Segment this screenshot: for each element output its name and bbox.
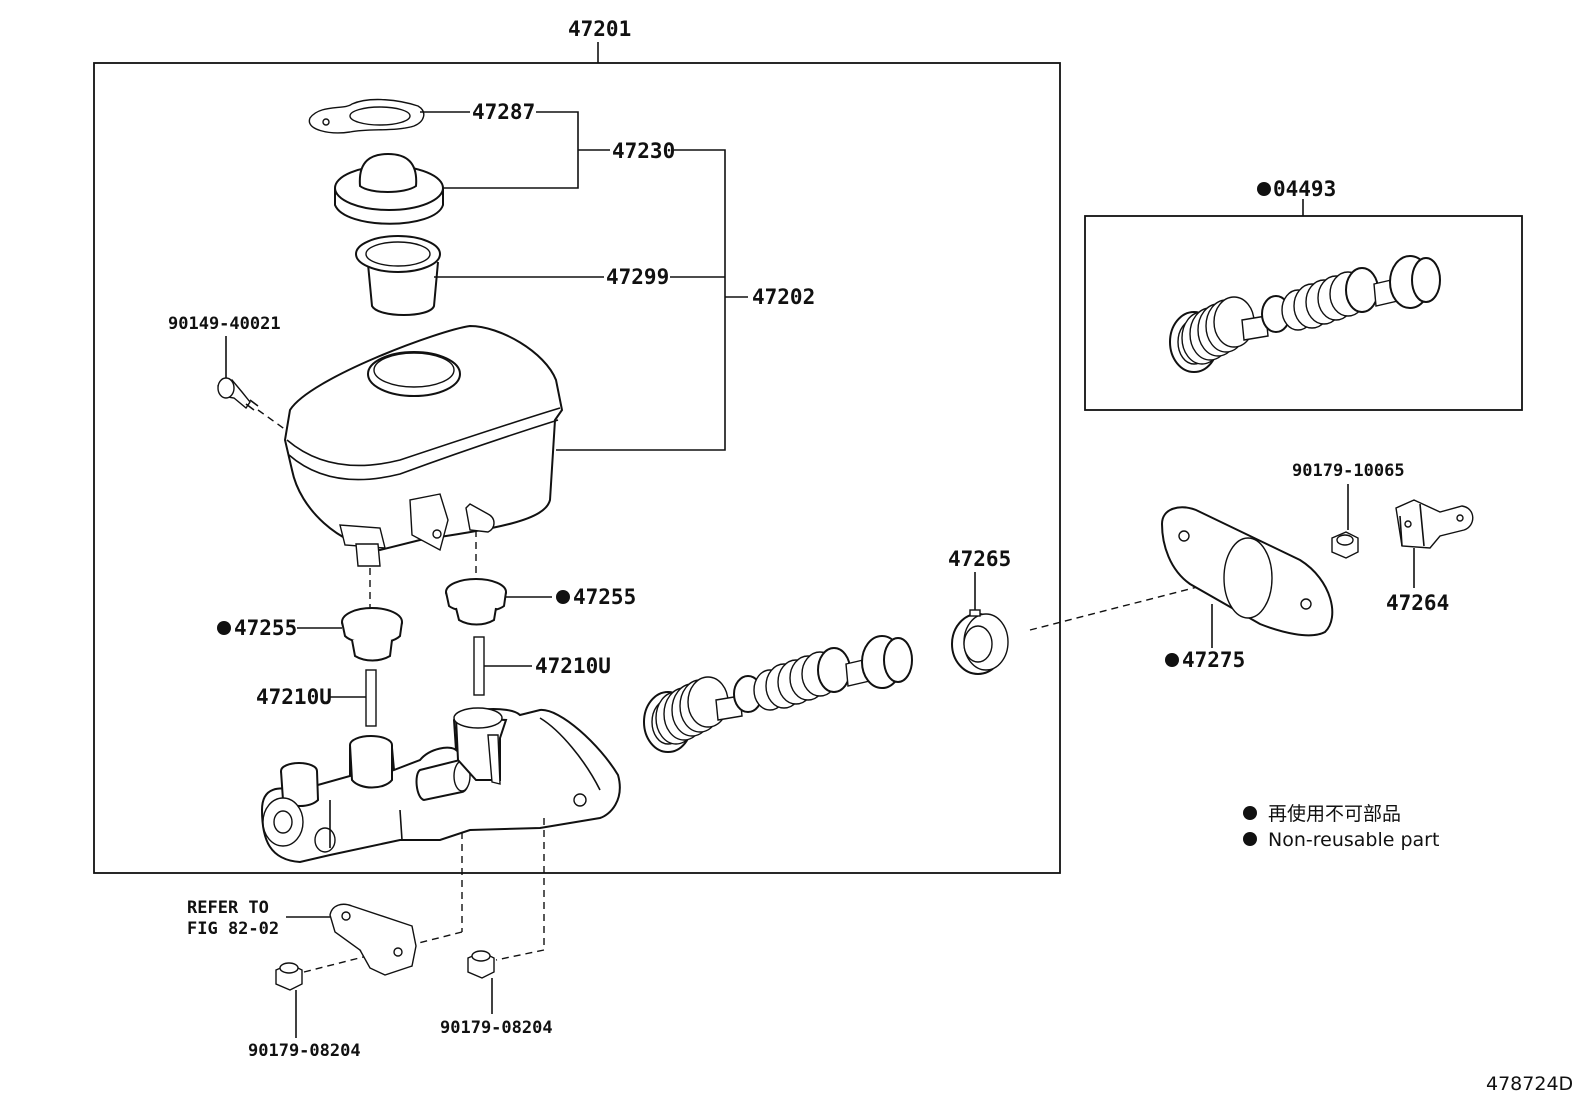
bracket-47264[interactable]	[1395, 499, 1474, 549]
gasket-47287[interactable]	[308, 98, 425, 134]
label-refer-line1[interactable]: REFER TO	[187, 898, 269, 918]
label-47210u-left[interactable]: 47210U	[256, 685, 332, 709]
label-47210u-right[interactable]: 47210U	[535, 654, 611, 678]
label-47275[interactable]: 47275	[1182, 648, 1245, 672]
nut-90179-08204-left[interactable]	[275, 962, 303, 991]
legend-japanese: 再使用不可部品	[1268, 803, 1401, 825]
reservoir-cap[interactable]	[334, 152, 444, 225]
legend-english: Non-reusable part	[1268, 829, 1439, 851]
label-90149-40021[interactable]: 90149-40021	[168, 314, 281, 334]
label-47287[interactable]: 47287	[472, 100, 535, 124]
legend-marker-english	[1243, 832, 1257, 846]
legend-marker-japanese	[1243, 806, 1257, 820]
label-90179-10065[interactable]: 90179-10065	[1292, 461, 1405, 481]
non-reusable-marker-47255-left	[217, 621, 231, 635]
strainer-47299[interactable]	[355, 235, 441, 316]
label-refer-line2[interactable]: FIG 82-02	[187, 919, 279, 939]
flange-gasket-47275[interactable]	[1160, 506, 1334, 637]
label-47264[interactable]: 47264	[1386, 591, 1449, 615]
non-reusable-marker-47255-right	[556, 590, 570, 604]
nut-90179-08204-right[interactable]	[467, 950, 495, 979]
label-47299[interactable]: 47299	[606, 265, 669, 289]
label-47202[interactable]: 47202	[752, 285, 815, 309]
label-47201[interactable]: 47201	[568, 17, 631, 41]
label-90179-08204-right[interactable]: 90179-08204	[440, 1018, 553, 1038]
assembly-frame	[93, 62, 1061, 874]
grommet-47255-right[interactable]	[445, 578, 507, 626]
legend: 再使用不可部品 Non-reusable part	[1243, 803, 1439, 851]
figure-id: 478724D	[1486, 1073, 1573, 1095]
piston-assembly[interactable]	[643, 635, 913, 753]
non-reusable-marker-47275	[1165, 653, 1179, 667]
label-04493[interactable]: 04493	[1273, 177, 1336, 201]
grommet-47255-left[interactable]	[341, 607, 403, 662]
pin-47210u-left[interactable]	[365, 669, 377, 727]
label-47255-right[interactable]: 47255	[573, 585, 636, 609]
kit-piston-04493[interactable]	[1169, 255, 1441, 373]
nut-90179-10065[interactable]	[1331, 531, 1359, 559]
non-reusable-marker-04493	[1257, 182, 1271, 196]
label-47230[interactable]: 47230	[612, 139, 675, 163]
master-cylinder-body[interactable]	[260, 707, 621, 864]
label-90179-08204-left[interactable]: 90179-08204	[248, 1041, 361, 1061]
oring-47265[interactable]	[951, 609, 1009, 675]
label-47265[interactable]: 47265	[948, 547, 1011, 571]
bracket-refer-fig-82-02[interactable]	[329, 903, 417, 976]
reservoir-tank[interactable]	[283, 324, 564, 567]
pin-47210u-right[interactable]	[473, 636, 485, 696]
screw-90149-40021[interactable]	[217, 377, 259, 411]
label-47255-left[interactable]: 47255	[234, 616, 297, 640]
